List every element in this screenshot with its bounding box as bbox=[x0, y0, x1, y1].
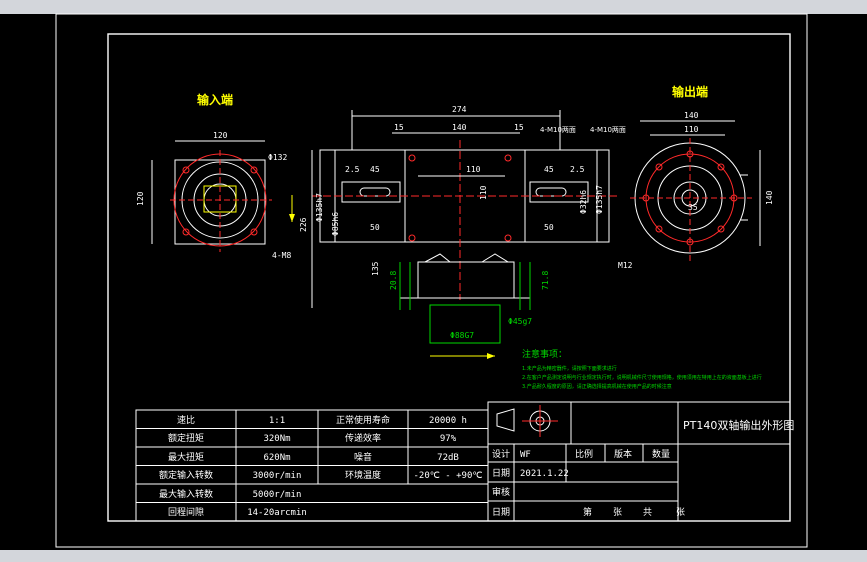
spec-v1-r5: 14-20arcmin bbox=[247, 508, 307, 518]
front-height-total: 226 bbox=[299, 217, 308, 232]
input-dim-width: 120 bbox=[213, 131, 228, 140]
spec-k2-r1: 传递效率 bbox=[345, 432, 381, 444]
notes-block: 注意事项： 1.未产品为精密器件，请按照下面要求进行 2.在客户产品测定说明与行… bbox=[522, 348, 762, 390]
notes-item-2: 2.在客户产品测定说明与行业规定执行时，说明机械件尺寸使用规格，使用须用在特用上… bbox=[522, 374, 762, 381]
tb-date-label: 日期 bbox=[492, 468, 510, 479]
tb-qty-label: 数量 bbox=[652, 448, 670, 460]
notes-title: 注意事项： bbox=[522, 348, 567, 360]
front-bore-left: Φ85h6 bbox=[331, 212, 340, 236]
spec-k1-r0: 速比 bbox=[177, 414, 195, 426]
tb-date2-label: 日期 bbox=[492, 507, 510, 518]
front-center-w: 110 bbox=[466, 165, 481, 174]
input-dim-pcd: Φ132 bbox=[268, 153, 287, 162]
tb-sheet-2: 张 bbox=[613, 507, 622, 518]
front-key-right-l: 45 bbox=[544, 165, 554, 174]
front-dim-right-gap: 15 bbox=[514, 123, 524, 132]
title-block-text: PT140双轴输出外形图 设计 WF 比例 版本 数量 日期 2021.1.22… bbox=[492, 418, 794, 518]
front-key-right-w: 2.5 bbox=[570, 165, 585, 174]
front-shaft-left: Φ135h7 bbox=[315, 193, 324, 222]
title-block bbox=[487, 401, 791, 522]
right-shaft-key bbox=[529, 181, 589, 203]
spec-k1-r4: 最大输入转数 bbox=[159, 488, 213, 500]
notes-item-3: 3.产品耐久程度的原因，请正确选择提高机械在使用产品的时候注意 bbox=[522, 383, 672, 390]
spec-k2-r3: 环境温度 bbox=[345, 469, 381, 481]
spec-k2-r2: 噪音 bbox=[354, 451, 372, 463]
tb-review-label: 审核 bbox=[492, 486, 510, 498]
spec-v2-r3: -20℃ - +90℃ bbox=[414, 471, 483, 481]
spec-v2-r0: 20000 h bbox=[429, 416, 467, 426]
spec-table-text: 速比 1:1 正常使用寿命 20000 h 额定扭矩 320Nm 传递效率 97… bbox=[159, 414, 483, 518]
front-base-h1: 20.8 bbox=[389, 271, 398, 290]
tb-design-label: 设计 bbox=[492, 448, 510, 460]
tb-scale-label: 比例 bbox=[575, 448, 593, 460]
spec-v2-r2: 72dB bbox=[437, 453, 459, 463]
outer-border bbox=[55, 13, 808, 548]
spec-v1-r3: 3000r/min bbox=[253, 471, 302, 481]
tb-version-label: 版本 bbox=[614, 448, 632, 460]
front-bore-right: Φ135h7 bbox=[595, 185, 604, 214]
spec-v1-r2: 620Nm bbox=[263, 453, 290, 463]
front-key-left-l: 45 bbox=[370, 165, 380, 174]
tb-sheet-4: 张 bbox=[676, 507, 685, 518]
notes-item-1: 1.未产品为精密器件，请按照下面要求进行 bbox=[522, 365, 617, 372]
inner-border bbox=[107, 33, 791, 522]
tb-sheet-1: 第 bbox=[583, 506, 592, 518]
spec-v1-r4: 5000r/min bbox=[253, 490, 302, 500]
front-dim-holes2: 4-M10两面 bbox=[590, 126, 626, 134]
top-strip bbox=[0, 0, 867, 14]
input-dim-height: 120 bbox=[136, 191, 145, 206]
front-base-h2: 71.8 bbox=[541, 271, 550, 290]
output-dim-height: 140 bbox=[765, 190, 774, 205]
spec-v1-r1: 320Nm bbox=[263, 434, 290, 444]
front-key-right-d: 50 bbox=[544, 223, 554, 232]
front-dim-left-gap: 15 bbox=[394, 123, 404, 132]
front-height-base: 135 bbox=[371, 261, 380, 276]
front-key-left-d: 50 bbox=[370, 223, 380, 232]
spec-v2-r1: 97% bbox=[440, 434, 457, 444]
base-mount bbox=[417, 261, 515, 299]
output-dim-width2: 110 bbox=[684, 125, 699, 134]
front-center-h: 110 bbox=[479, 185, 488, 200]
spec-k2-r0: 正常使用寿命 bbox=[336, 414, 390, 426]
drawing-title: PT140双轴输出外形图 bbox=[683, 418, 794, 432]
spec-k1-r3: 额定输入转数 bbox=[159, 469, 213, 481]
front-key-left-w: 2.5 bbox=[345, 165, 360, 174]
output-dim-hole: 35 bbox=[688, 203, 698, 212]
tb-date-value: 2021.1.22 bbox=[520, 469, 569, 479]
front-view: 274 140 15 15 4-M10两面 4-M10两面 2.5 45 50 … bbox=[299, 105, 626, 359]
spec-v1-r0: 1:1 bbox=[269, 416, 285, 426]
front-dim-holes: 4-M10两面 bbox=[540, 126, 576, 134]
front-shaft-right: Φ32h6 bbox=[579, 190, 588, 214]
output-view-title: 输出端 bbox=[672, 84, 708, 99]
spec-k1-r1: 额定扭矩 bbox=[168, 432, 204, 444]
output-dim-width1: 140 bbox=[684, 111, 699, 120]
spec-k1-r2: 最大扭矩 bbox=[168, 451, 204, 463]
input-view-title: 输入端 bbox=[197, 92, 233, 107]
input-dim-holes: 4-M8 bbox=[272, 251, 291, 260]
spec-k1-r5: 回程间隙 bbox=[168, 506, 204, 518]
output-dim-thread: M12 bbox=[618, 261, 633, 270]
base-dim-box bbox=[429, 304, 501, 344]
input-view: 输入端 120 120 Φ132 4-M8 bbox=[136, 92, 295, 260]
front-base-d1: Φ88G7 bbox=[450, 331, 474, 340]
spec-table bbox=[135, 409, 489, 522]
left-shaft-key bbox=[341, 181, 401, 203]
tb-design-value: WF bbox=[520, 450, 531, 460]
bottom-strip bbox=[0, 550, 867, 562]
front-base-d2: Φ45g7 bbox=[508, 317, 532, 326]
output-view: 输出端 140 110 35 140 M12 bbox=[618, 84, 774, 270]
front-dim-mid: 140 bbox=[452, 123, 467, 132]
front-dim-total: 274 bbox=[452, 105, 467, 114]
tb-sheet-3: 共 bbox=[643, 507, 652, 518]
